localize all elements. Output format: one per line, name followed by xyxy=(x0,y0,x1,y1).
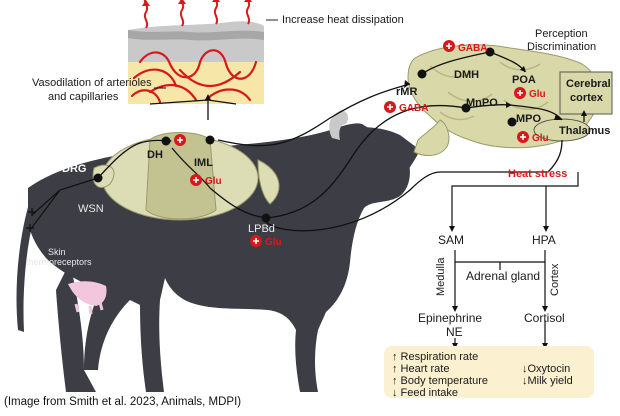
cow-horn xyxy=(329,110,349,140)
dmh-label: DMH xyxy=(454,69,479,81)
effect-feed-intake: ↓ Feed intake xyxy=(392,387,458,399)
cerebral-cortex-box xyxy=(559,71,613,115)
mnpo-label: MnPO xyxy=(466,97,498,109)
blood-vessels xyxy=(130,49,258,104)
plus-badges xyxy=(174,40,529,247)
wsn-receptors xyxy=(26,177,99,232)
mpo-label: MPO xyxy=(516,113,542,125)
effect-respiration: ↑ Respiration rate xyxy=(392,351,478,363)
ne-label: NE xyxy=(446,325,463,339)
cow-teats xyxy=(74,301,104,315)
plus-icon-glu-lpbd xyxy=(250,235,262,247)
glu-lpbd-label: Glu xyxy=(265,237,282,248)
skin-label-2: thermoreceptors xyxy=(26,257,92,267)
heat-wave-arrows xyxy=(142,0,252,6)
epinephrine-label: Epinephrine xyxy=(418,311,482,325)
plus-icon-gaba-rmr xyxy=(384,101,396,113)
cortisol-label: Cortisol xyxy=(524,311,565,325)
hormone-flowchart xyxy=(451,172,579,344)
vasodilation-label-1: Vasodilation of arterioles xyxy=(32,77,152,89)
glu-iml-label: Glu xyxy=(205,176,222,187)
cerebral-cortex-label-2: cortex xyxy=(570,92,604,104)
thalamus-label: Thalamus xyxy=(559,125,610,137)
heat-stress-label: Heat stress xyxy=(508,168,567,180)
wsn-label: WSN xyxy=(78,203,104,215)
iml-label: IML xyxy=(194,157,213,169)
plus-icon-glu-iml xyxy=(190,174,202,186)
poa-label: POA xyxy=(512,74,536,86)
skin-label-1: Skin xyxy=(48,247,66,257)
effects-box xyxy=(384,346,594,398)
effect-body-temp: ↑ Body temperature xyxy=(392,375,488,387)
perception-label: Perception xyxy=(535,28,588,40)
adrenal-gland-label: Adrenal gland xyxy=(466,269,540,283)
gaba-rmr-label: GABA xyxy=(399,103,428,114)
rmr-label: rMR xyxy=(396,86,417,98)
increase-heat-label: Increase heat dissipation xyxy=(282,14,404,26)
skin-block xyxy=(128,21,264,104)
effect-milk-yield: ↓Milk yield xyxy=(522,375,573,387)
plus-icon-dh xyxy=(174,134,186,146)
effect-oxytocin: ↓Oxytocin xyxy=(522,363,570,375)
image-caption: (Image from Smith et al. 2023, Animals, … xyxy=(4,396,242,408)
dh-label: DH xyxy=(147,149,163,161)
plus-icon-glu-mpo xyxy=(517,131,529,143)
node-dots xyxy=(93,47,517,223)
neural-pathways xyxy=(97,51,585,232)
cow-udder xyxy=(68,281,107,306)
discrimination-label: Discrimination xyxy=(527,41,596,53)
effect-heart-rate: ↑ Heart rate xyxy=(392,363,449,375)
sam-label: SAM xyxy=(438,233,464,247)
vasodilation-label-2: and capillaries xyxy=(48,91,119,103)
glu-poa-label: Glu xyxy=(529,89,546,100)
spinal-cord-section xyxy=(92,132,280,221)
cerebral-cortex-label-1: Cerebral xyxy=(566,78,611,90)
plus-icon-glu-poa xyxy=(514,87,526,99)
cortex-label: Cortex xyxy=(549,263,561,296)
plus-icon-gaba-top xyxy=(443,40,455,52)
hpa-label: HPA xyxy=(532,233,556,247)
medulla-label: Medulla xyxy=(435,257,447,296)
gaba-top-label: GABA xyxy=(458,43,487,54)
drg-label: DRG xyxy=(62,163,86,175)
brainstem xyxy=(413,119,450,156)
lpbd-label: LPBd xyxy=(248,223,275,235)
glu-mpo-label: Glu xyxy=(532,133,549,144)
